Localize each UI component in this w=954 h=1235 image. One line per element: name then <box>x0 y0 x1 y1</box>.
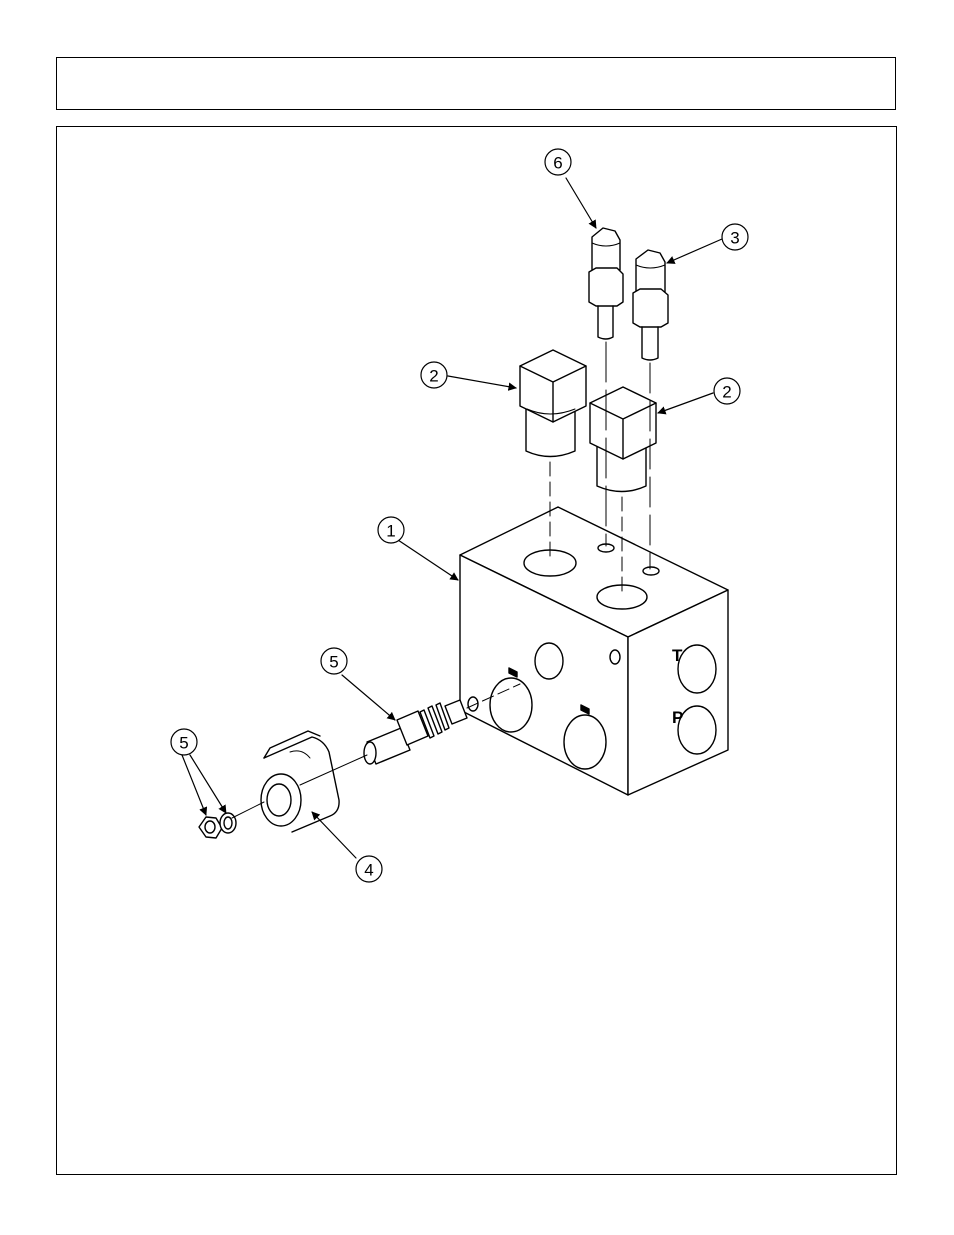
fitting-6 <box>589 228 623 339</box>
fitting-3 <box>633 250 668 360</box>
callout-1-label: 1 <box>386 522 395 541</box>
callout-6-label: 6 <box>553 154 562 173</box>
callout-2-left-label: 2 <box>429 367 438 386</box>
callout-5-cartridge-label: 5 <box>329 653 338 672</box>
callout-2-right-label: 2 <box>722 383 731 402</box>
plug-left <box>520 350 586 457</box>
valve-block <box>460 507 728 795</box>
callout-3-label: 3 <box>730 229 739 248</box>
callout-4-label: 4 <box>364 861 373 880</box>
cartridge-valve <box>364 700 467 764</box>
port-mark-p: P <box>672 708 683 727</box>
plug-right <box>590 387 656 492</box>
nut-and-washer <box>199 813 236 838</box>
solenoid-coil <box>261 731 339 832</box>
port-mark-t: T <box>672 646 683 665</box>
callout-5-nut-label: 5 <box>179 734 188 753</box>
